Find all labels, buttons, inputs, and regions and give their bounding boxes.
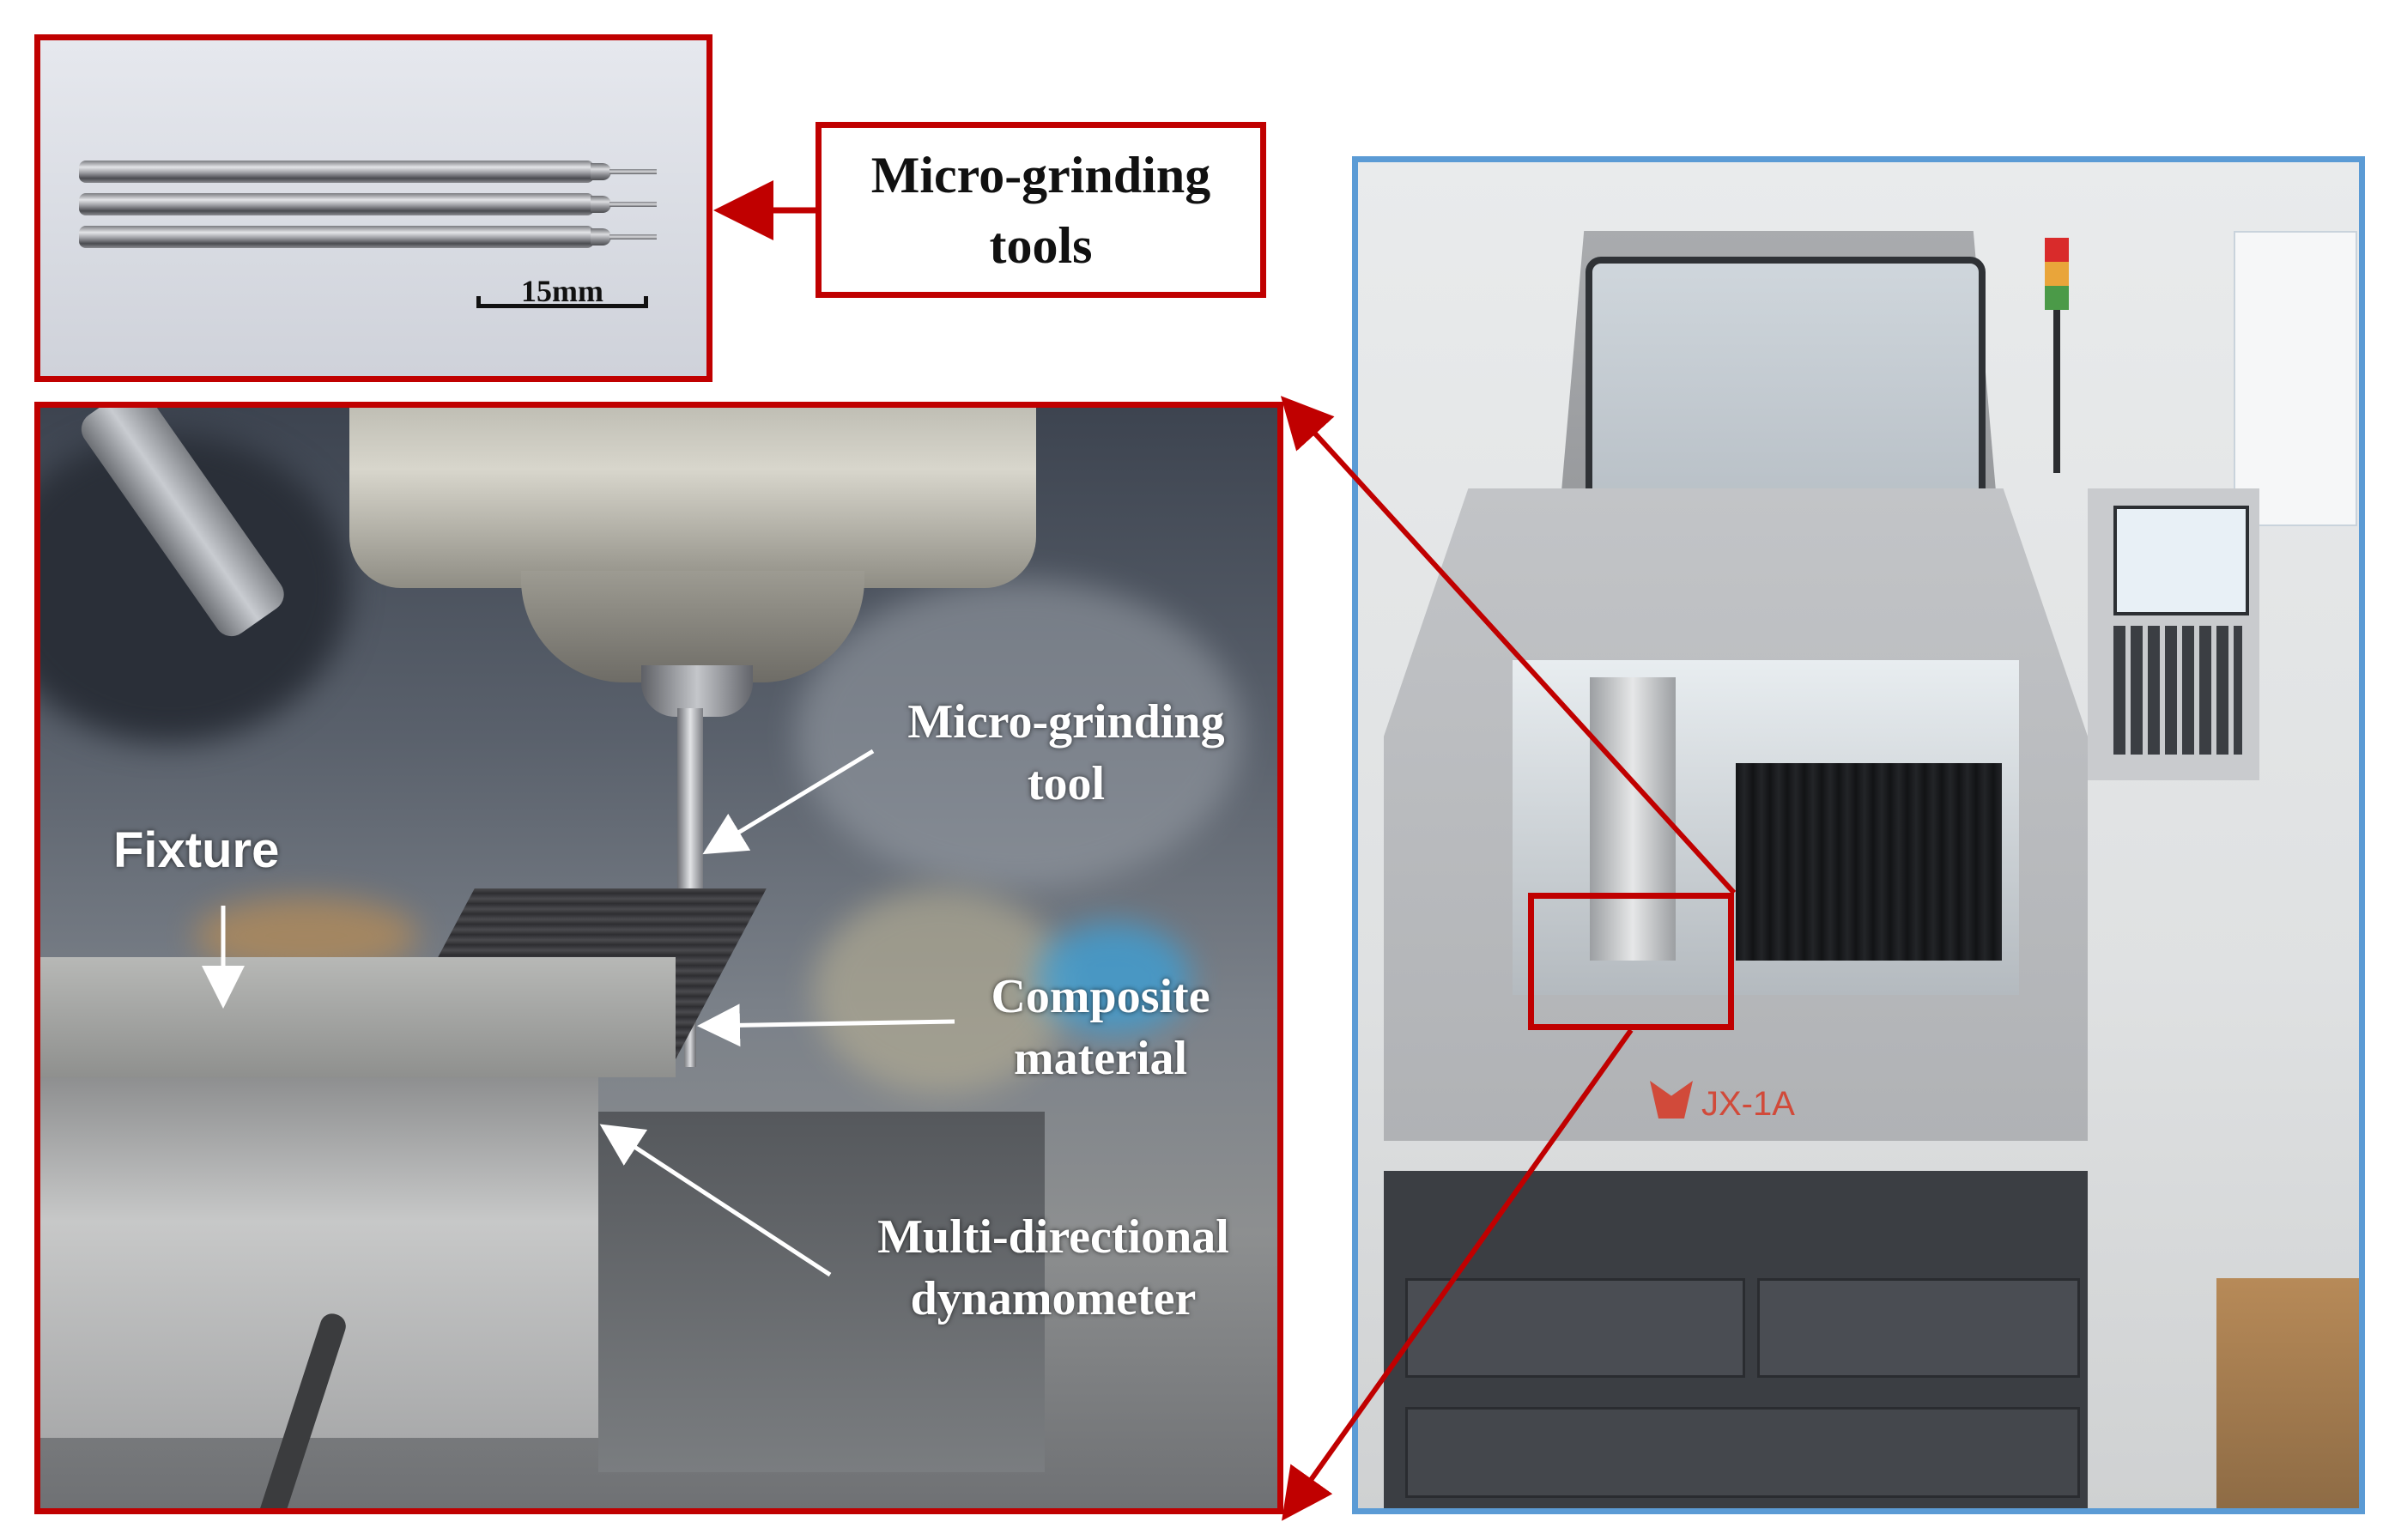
scale-bar-label: 15mm	[521, 274, 603, 308]
background-light	[796, 579, 1242, 888]
cabinet-drawer	[1757, 1278, 2080, 1378]
signal-pole	[2053, 310, 2060, 473]
signal-light-green	[2045, 286, 2069, 310]
annotation-arrows	[202, 749, 955, 1277]
control-keypad	[2113, 626, 2242, 755]
tool-label-line1: Micro-grinding	[907, 695, 1225, 749]
micro-grinding-tool-label: Micro-grinding tool	[869, 691, 1264, 815]
blue-object	[1036, 923, 1191, 1034]
composite-material-label: Composite material	[955, 966, 1246, 1089]
fixture-block	[40, 957, 676, 1077]
background-object	[813, 888, 1070, 1094]
tools-photo-panel	[34, 34, 712, 382]
composite-label-line1: Composite	[991, 970, 1210, 1023]
wall-document	[2234, 231, 2357, 526]
dynamometer-label-line1: Multi-directional	[877, 1210, 1229, 1264]
dynamometer-arrow	[599, 1124, 832, 1277]
tool-label-line2: tool	[1027, 757, 1106, 810]
zoom-region-box	[1528, 893, 1734, 1030]
micro-grinding-tool-image	[79, 226, 663, 248]
composite-arrow	[697, 1003, 955, 1047]
machining-detail-photo: Fixture Micro-grinding tool Composite ma…	[34, 402, 1283, 1514]
cabinet-drawer	[1405, 1278, 1745, 1378]
dynamometer-label-line2: dynamometer	[910, 1272, 1197, 1325]
control-screen	[2113, 506, 2249, 615]
tools-callout-box: Micro-grinding tools	[816, 122, 1266, 298]
machine-tool-photo: JX-1A	[1352, 156, 2365, 1514]
spindle-nose	[521, 571, 864, 682]
spindle-head	[349, 408, 1036, 588]
tools-callout-line2: tools	[989, 216, 1093, 274]
cabinet-lower-drawers	[1405, 1407, 2080, 1498]
micro-grinding-tool-image	[79, 193, 663, 215]
bellows-cover	[1736, 763, 2002, 961]
composite-label-line2: material	[1013, 1032, 1188, 1085]
scale-bar	[476, 296, 648, 308]
tools-callout-line1: Micro-grinding	[870, 146, 1211, 203]
micro-grinding-tool-image	[79, 161, 663, 183]
cardboard-box	[2216, 1278, 2359, 1508]
machine-model-label: JX-1A	[1701, 1085, 1795, 1123]
signal-light-red	[2045, 238, 2069, 262]
dynamometer-label: Multi-directional dynamometer	[839, 1206, 1268, 1330]
tool-arrow	[702, 749, 875, 855]
signal-light-amber	[2045, 262, 2069, 286]
fixture-label: Fixture	[113, 822, 280, 878]
